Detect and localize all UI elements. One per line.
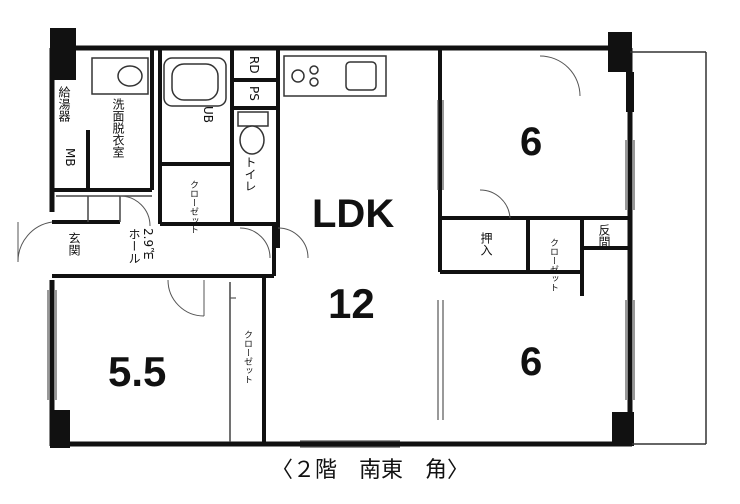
north-east-room-size: 6	[520, 120, 543, 164]
oshiire-label: 押入	[479, 232, 493, 256]
bath-fixtures	[91, 57, 269, 155]
closet-bath-label: クローゼット	[188, 180, 198, 234]
west-room-size: 5.5	[108, 348, 167, 395]
sliding-doors	[230, 100, 444, 420]
water-heater-label: 給湯器	[57, 86, 71, 122]
closet-west-label: クローゼット	[242, 330, 252, 384]
hall-label: ホール	[127, 228, 141, 264]
ldk-label: LDK	[312, 192, 395, 236]
floor-caption: 〈２階 南東 角〉	[270, 458, 469, 483]
windows	[47, 140, 635, 448]
partitions	[56, 195, 231, 442]
entrance-label: 玄関	[67, 232, 81, 256]
south-east-room-size: 6	[520, 340, 543, 384]
ps-label: PS	[247, 86, 261, 101]
ldk-size: 12	[328, 280, 375, 327]
hall-area-label: 2.9㎡	[141, 228, 155, 260]
rd-label: RD	[247, 56, 261, 74]
washroom-label: 洗面脱衣室	[111, 98, 125, 158]
columns	[50, 28, 634, 448]
door-swings	[17, 55, 581, 317]
ub-label: UB	[201, 106, 215, 124]
toilet-label: トイレ	[243, 156, 257, 192]
hanken-label: 反間	[597, 224, 611, 248]
kitchen-counter	[283, 55, 387, 97]
interior-walls	[52, 50, 628, 444]
closet-east-label: クローゼット	[548, 238, 558, 292]
mb-label: MB	[63, 148, 77, 167]
balcony	[630, 51, 707, 445]
